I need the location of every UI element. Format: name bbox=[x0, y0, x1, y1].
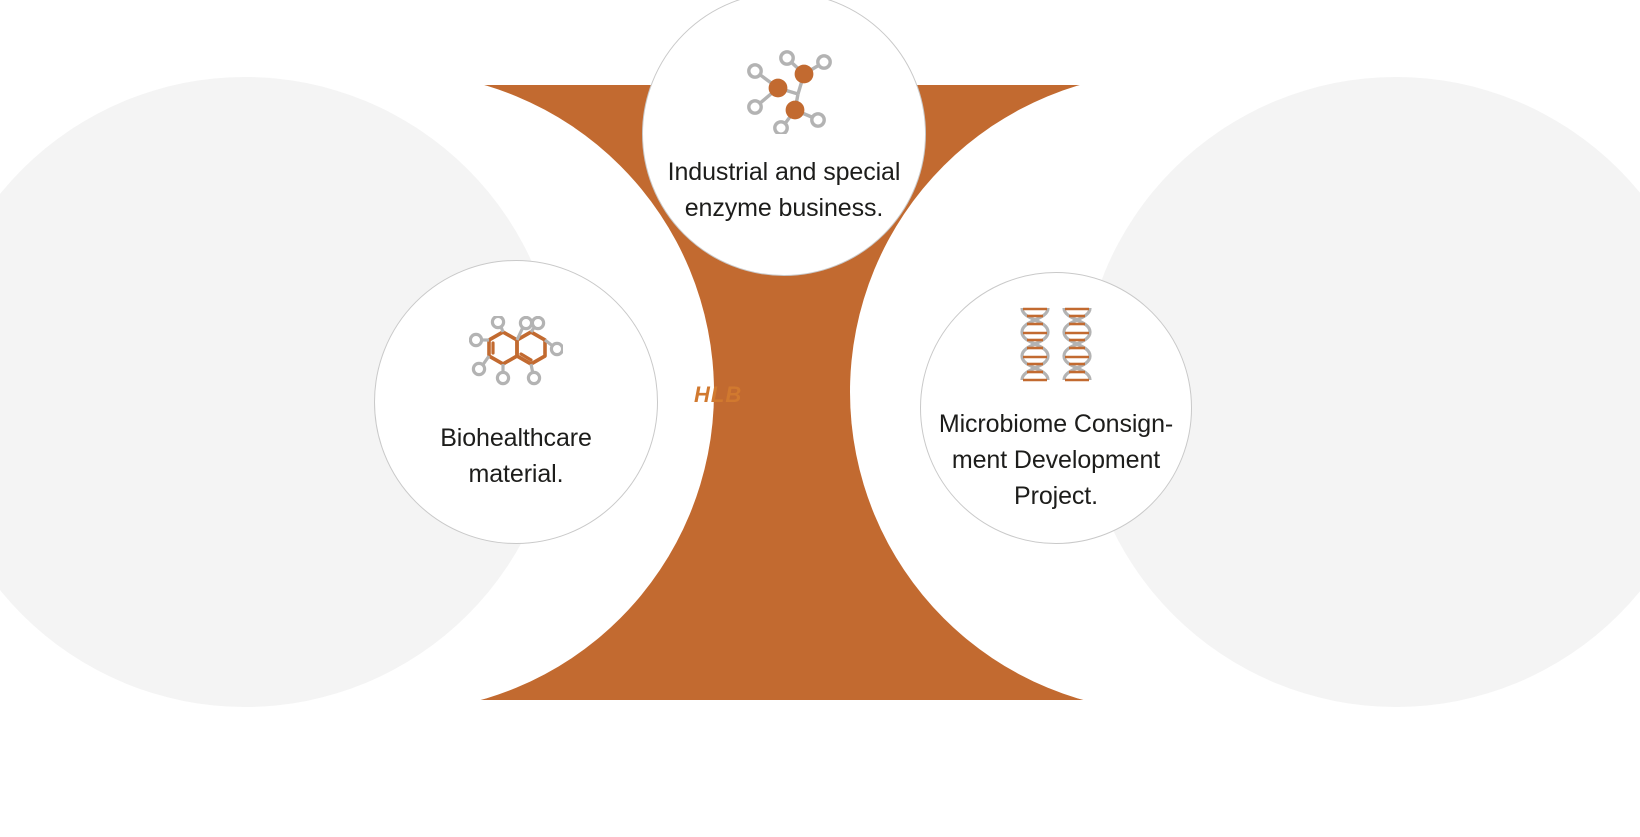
bubble-label: Biohealthcare material. bbox=[440, 424, 592, 488]
bubble-label: Microbiome Consign- ment Development Pro… bbox=[938, 410, 1174, 510]
bubble-industrial-enzyme[interactable]: Industrial and special enzyme business. bbox=[642, 0, 926, 276]
hlb-logo: HLB bbox=[694, 382, 743, 407]
molecule-icon bbox=[734, 48, 834, 136]
bubble-label: Industrial and special enzyme business. bbox=[667, 158, 901, 222]
bubble-microbiome-project[interactable]: Microbiome Consign- ment Development Pro… bbox=[920, 272, 1192, 544]
bubble-biohealthcare-material[interactable]: Biohealthcare material. bbox=[374, 260, 658, 544]
benzene-ring-icon bbox=[468, 314, 565, 394]
dna-helix-icon bbox=[1012, 304, 1100, 388]
